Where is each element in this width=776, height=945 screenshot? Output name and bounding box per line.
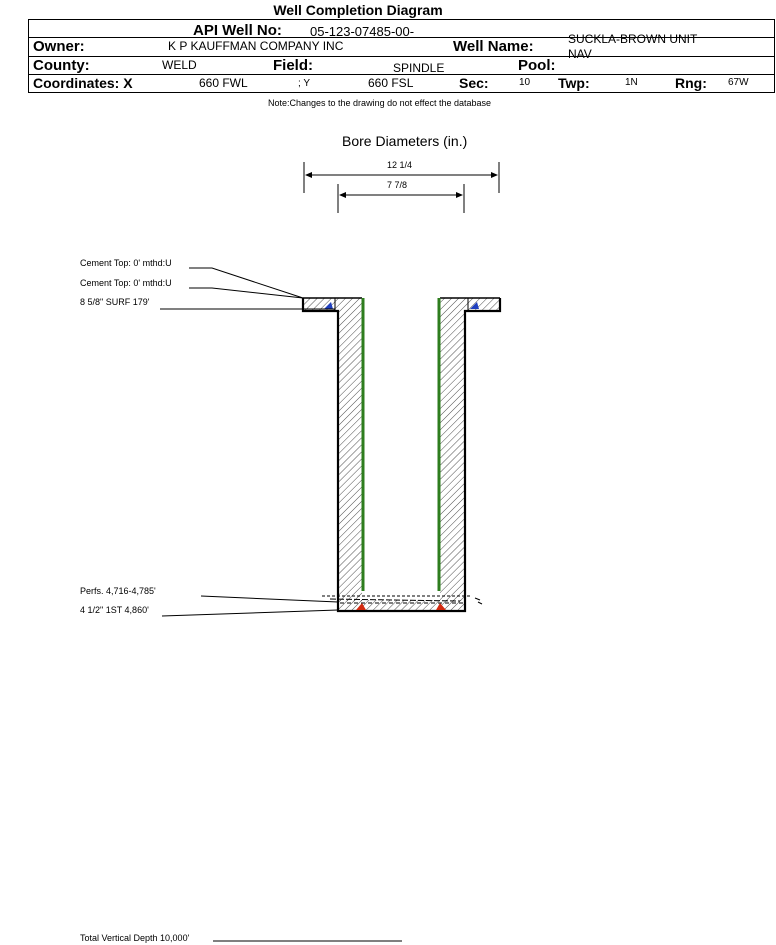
township-label: Twp: xyxy=(558,75,590,91)
coordinates-label: Coordinates: X xyxy=(33,75,133,91)
field-value: SPINDLE xyxy=(393,61,445,75)
leader-lines xyxy=(160,267,402,942)
total-vertical-depth-label: Total Vertical Depth 10,000' xyxy=(80,933,190,943)
perforations xyxy=(322,595,483,605)
township-value: 1N xyxy=(625,77,638,88)
perforations-label: Perfs. 4,716-4,785' xyxy=(80,586,156,596)
well-name-line2: NAV xyxy=(568,47,592,61)
shoe-marker-left xyxy=(356,603,366,610)
bore-diameters-title: Bore Diameters (in.) xyxy=(342,133,468,149)
production-casing-label: 4 1/2" 1ST 4,860' xyxy=(80,605,149,615)
y-coordinate-value: 660 FSL xyxy=(368,76,414,90)
range-label: Rng: xyxy=(675,75,707,91)
owner-value: K P KAUFFMAN COMPANY INC xyxy=(168,39,344,53)
inner-bore-dimension xyxy=(337,184,465,213)
api-well-label: API Well No: xyxy=(193,22,282,39)
outer-bore-dimension xyxy=(303,162,500,193)
inner-bore-label: 7 7/8 xyxy=(387,180,408,190)
county-label: County: xyxy=(33,57,90,74)
field-label: Field: xyxy=(273,57,313,74)
borehole-outline xyxy=(301,298,502,613)
database-note: Note:Changes to the drawing do not effec… xyxy=(268,98,491,108)
cement-top-marker-left xyxy=(324,302,333,309)
well-name-label: Well Name: xyxy=(453,38,534,55)
well-name-line1: SUCKLA-BROWN UNIT xyxy=(568,32,698,46)
cement-sheath xyxy=(303,298,500,611)
page-title: Well Completion Diagram xyxy=(273,2,443,18)
api-well-value: 05-123-07485-00- xyxy=(310,24,415,39)
owner-label: Owner: xyxy=(33,38,85,55)
surface-casing-label: 8 5/8" SURF 179' xyxy=(80,297,150,307)
shoe-marker-right xyxy=(436,603,446,610)
section-label: Sec: xyxy=(459,75,489,91)
pool-label: Pool: xyxy=(518,57,556,74)
cement-top-label-1: Cement Top: 0' mthd:U xyxy=(80,258,172,268)
x-coordinate-value: 660 FWL xyxy=(199,76,248,90)
section-value: 10 xyxy=(519,77,531,88)
cement-top-marker-right xyxy=(470,302,479,309)
y-coordinate-label: ; Y xyxy=(298,78,311,89)
cement-top-label-2: Cement Top: 0' mthd:U xyxy=(80,278,172,288)
outer-bore-label: 12 1/4 xyxy=(387,160,413,170)
county-value: WELD xyxy=(162,58,197,72)
range-value: 67W xyxy=(728,77,749,88)
well-header-table xyxy=(28,19,775,93)
